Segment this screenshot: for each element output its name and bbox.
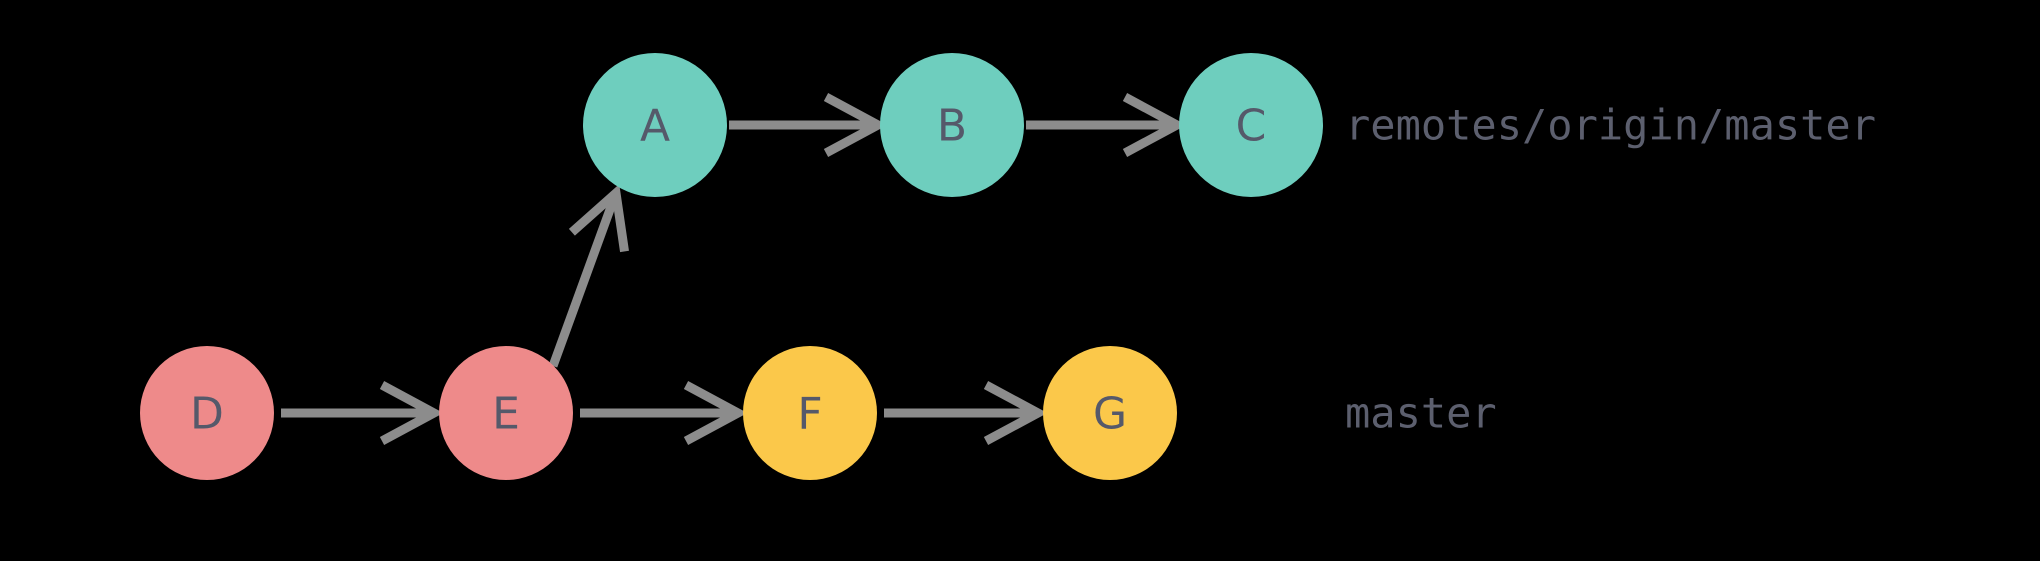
- commit-circle-f[interactable]: [743, 346, 877, 480]
- edge-e-to-f: [580, 381, 748, 445]
- commit-label-e: E: [492, 389, 520, 440]
- nodes-layer: A B C D E F G: [140, 53, 1323, 480]
- edge-line-e-a: [548, 191, 621, 368]
- arrowhead-icon-d-e: [379, 381, 444, 445]
- commit-label-d: D: [190, 389, 224, 440]
- commit-circle-d[interactable]: [140, 346, 274, 480]
- commit-circle-c[interactable]: [1179, 53, 1323, 197]
- arrowhead-icon-e-a: [568, 184, 629, 253]
- edge-f-to-g: [884, 381, 1048, 445]
- commit-node-c[interactable]: C: [1179, 53, 1323, 197]
- edge-b-to-c: [1026, 93, 1187, 157]
- commit-label-c: C: [1236, 101, 1267, 152]
- edge-d-to-e: [281, 381, 444, 445]
- commit-node-f[interactable]: F: [743, 346, 877, 480]
- commit-node-e[interactable]: E: [439, 346, 573, 480]
- arrowhead-icon-a-b: [823, 93, 888, 157]
- commit-circle-e[interactable]: [439, 346, 573, 480]
- commit-node-d[interactable]: D: [140, 346, 274, 480]
- commit-node-a[interactable]: A: [583, 53, 727, 197]
- commit-label-a: A: [640, 101, 670, 152]
- arrowhead-icon-f-g: [983, 381, 1048, 445]
- commit-circle-a[interactable]: [583, 53, 727, 197]
- commit-label-f: F: [797, 389, 822, 440]
- remote-branch-label: remotes/origin/master: [1345, 101, 1876, 150]
- commit-circle-b[interactable]: [880, 53, 1024, 197]
- commit-circle-g[interactable]: [1043, 346, 1177, 480]
- commit-label-g: G: [1093, 389, 1127, 440]
- edge-a-to-b: [729, 93, 888, 157]
- edge-e-to-a: [548, 184, 629, 368]
- edges-layer: [281, 93, 1187, 445]
- commit-node-b[interactable]: B: [880, 53, 1024, 197]
- commit-label-b: B: [937, 101, 967, 152]
- arrowhead-icon-e-f: [683, 381, 748, 445]
- local-branch-label: master: [1345, 389, 1497, 438]
- commit-node-g[interactable]: G: [1043, 346, 1177, 480]
- arrowhead-icon-b-c: [1122, 93, 1187, 157]
- branch-labels-layer: remotes/origin/master master: [1345, 101, 1876, 438]
